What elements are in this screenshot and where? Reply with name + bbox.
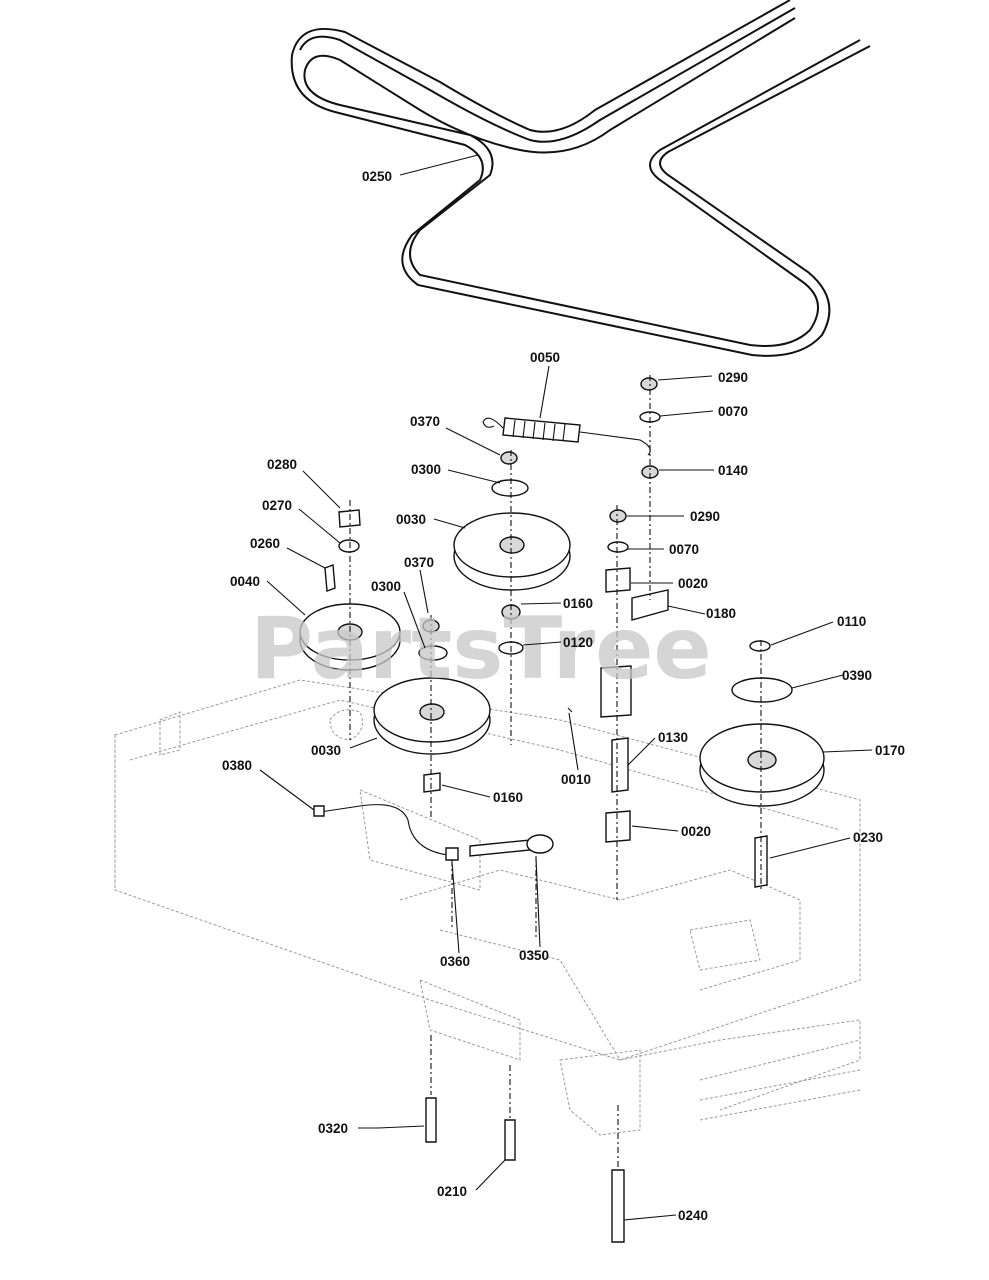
callout-0140: 0140 — [718, 463, 748, 478]
callout-0240: 0240 — [678, 1208, 708, 1223]
callout-0230: 0230 — [853, 830, 883, 845]
callout-0210: 0210 — [437, 1184, 467, 1199]
callout-0250: 0250 — [362, 169, 392, 184]
callout-0290: 0290 — [718, 370, 748, 385]
idler-arm — [567, 375, 669, 900]
callout-0160: 0160 — [563, 596, 593, 611]
callout-0180: 0180 — [706, 606, 736, 621]
callout-0370: 0370 — [410, 414, 440, 429]
callout-0130: 0130 — [658, 730, 688, 745]
callouts: 0250 0050 0290 0070 0370 0140 0280 0300 … — [222, 169, 905, 1223]
callout-0260: 0260 — [250, 536, 280, 551]
callout-0110: 0110 — [837, 614, 866, 629]
pulley-0040 — [299, 500, 401, 740]
bolts — [425, 1035, 625, 1243]
callout-0010: 0010 — [561, 772, 591, 787]
drive-belt — [290, 0, 871, 357]
callout-0020: 0020 — [678, 576, 708, 591]
pulley-0030-upper — [453, 450, 571, 745]
callout-0120: 0120 — [563, 635, 593, 650]
callout-0170: 0170 — [875, 743, 905, 758]
callout-0270: 0270 — [262, 498, 292, 513]
watermark: PartsTree — [250, 599, 712, 699]
callout-0070-lower: 0070 — [669, 542, 699, 557]
callout-0030: 0030 — [396, 512, 426, 527]
pulley-0170 — [699, 640, 825, 890]
callout-0040: 0040 — [230, 574, 260, 589]
callout-0320: 0320 — [318, 1121, 348, 1136]
callout-0050: 0050 — [530, 350, 560, 365]
callout-0300-lower: 0300 — [371, 579, 401, 594]
pulley-0030-lower — [373, 615, 491, 820]
tension-spring — [482, 417, 651, 456]
callout-0370-lower: 0370 — [404, 555, 434, 570]
callout-0350: 0350 — [519, 948, 549, 963]
callout-0020-lower: 0020 — [681, 824, 711, 839]
callout-0280: 0280 — [267, 457, 297, 472]
callout-0290-lower: 0290 — [690, 509, 720, 524]
callout-0390: 0390 — [842, 668, 872, 683]
callout-0160-lower: 0160 — [493, 790, 523, 805]
callout-0070: 0070 — [718, 404, 748, 419]
callout-0300: 0300 — [411, 462, 441, 477]
leader-lines — [259, 154, 873, 1221]
adjust-rod — [313, 804, 554, 940]
callout-0030-lower: 0030 — [311, 743, 341, 758]
callout-0360: 0360 — [440, 954, 470, 969]
callout-0380: 0380 — [222, 758, 252, 773]
